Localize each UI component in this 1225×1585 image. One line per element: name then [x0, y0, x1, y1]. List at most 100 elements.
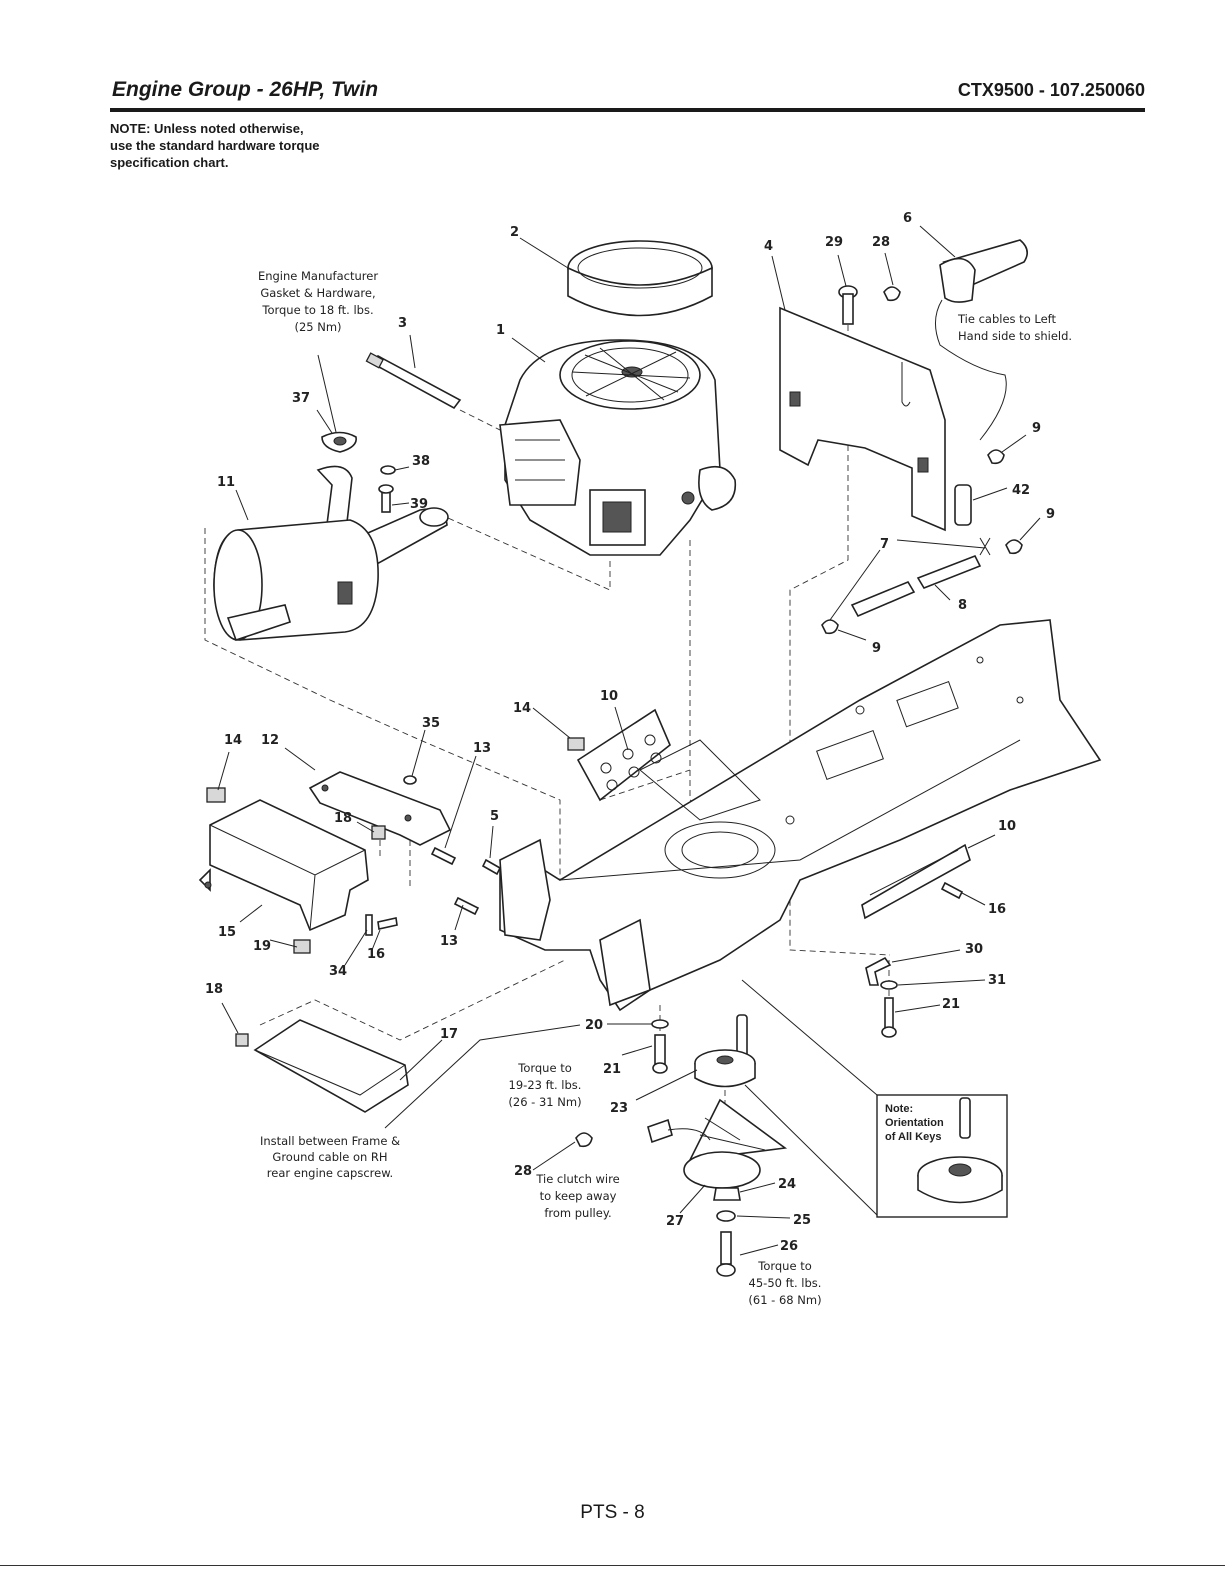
callout-19: 19: [253, 939, 271, 954]
torque21-line-1: Torque to: [517, 1061, 572, 1075]
callout-39: 39: [410, 497, 428, 512]
engine: [499, 339, 737, 556]
page-title: Engine Group - 26HP, Twin: [112, 78, 379, 101]
torque21-line-3: (26 - 31 Nm): [508, 1095, 581, 1109]
clip-9-b: [1005, 539, 1023, 555]
ground-plate-17: [253, 1019, 409, 1113]
callout-29: 29: [825, 235, 843, 250]
bracket-12: [308, 771, 452, 846]
bolt-26: [716, 1231, 736, 1277]
callout-26: 26: [780, 1239, 798, 1254]
callout-10-right: 10: [998, 819, 1016, 834]
callout-37: 37: [292, 391, 310, 406]
throttle-control: [935, 239, 1028, 441]
bolt-21-center: [652, 1034, 668, 1074]
notebox-line-3: of All Keys: [885, 1131, 941, 1143]
clip-nut-14-top: [567, 737, 585, 751]
callout-31: 31: [988, 973, 1006, 988]
gasket-line-3: Torque to 18 ft. lbs.: [261, 303, 373, 317]
tie-cables-line-2: Hand side to shield.: [958, 329, 1072, 343]
cable-clip-28-top: [883, 286, 901, 302]
pin-30: [865, 956, 892, 986]
callout-24: 24: [778, 1177, 796, 1192]
sleeve-42: [954, 484, 972, 526]
callout-6: 6: [903, 211, 912, 226]
lock-washer-38: [380, 465, 396, 475]
annotation-torque-26: Torque to 45-50 ft. lbs. (61 - 68 Nm): [748, 1259, 821, 1307]
page-header: Engine Group - 26HP, Twin CTX9500 - 107.…: [110, 78, 1145, 112]
chassis-frame: [499, 619, 1102, 1012]
annotation-tie-cables: Tie cables to Left Hand side to shield.: [957, 312, 1072, 343]
clutch-line-2: to keep away: [540, 1189, 617, 1203]
nut-18-a: [371, 825, 386, 840]
callout-17: 17: [440, 1027, 458, 1042]
callout-7: 7: [880, 537, 889, 552]
screw-39: [378, 484, 394, 513]
callout-9-a: 9: [1032, 421, 1041, 436]
muffler: [213, 465, 449, 642]
washer-20: [651, 1019, 669, 1029]
callout-13-a: 13: [473, 741, 491, 756]
callout-14-top: 14: [513, 701, 531, 716]
screw-13-a: [430, 846, 457, 866]
callout-3: 3: [398, 316, 407, 331]
hose-7: [896, 537, 991, 556]
clip-9-c: [821, 619, 839, 635]
pulley-23: [694, 1049, 756, 1088]
callout-10-top: 10: [600, 689, 618, 704]
callout-4: 4: [764, 239, 773, 254]
callout-labels: 2 6 4 29 28 3 1 37 38 11 39 9 42 9 7 8 9…: [205, 211, 1055, 1254]
washer-25: [716, 1210, 736, 1222]
callout-5: 5: [490, 809, 499, 824]
callout-28-bottom: 28: [514, 1164, 532, 1179]
notebox-line-1: Note:: [885, 1103, 913, 1115]
clutch-line-3: from pulley.: [544, 1206, 611, 1220]
carriage-bolt-29: [838, 285, 858, 325]
mounting-plate-10-top: [576, 708, 671, 802]
callout-15: 15: [218, 925, 236, 940]
clip-28-bottom: [575, 1132, 593, 1148]
nut-35: [403, 775, 417, 785]
callout-12: 12: [261, 733, 279, 748]
screw-16-right: [940, 881, 964, 900]
nut-18-b: [235, 1033, 249, 1047]
exhaust-gasket: [321, 431, 357, 453]
callout-20: 20: [585, 1018, 603, 1033]
screw-5: [481, 858, 502, 876]
model-number: CTX9500 - 107.250060: [957, 80, 1145, 100]
mounting-plate-10-right: [861, 843, 971, 920]
ground-line-1: Install between Frame &: [260, 1134, 400, 1148]
callout-21-right: 21: [942, 997, 960, 1012]
callout-14-left: 14: [224, 733, 242, 748]
clip-9-a: [987, 449, 1005, 465]
torque26-line-1: Torque to: [757, 1259, 812, 1273]
tie-cables-line-1: Tie cables to Left: [957, 312, 1057, 326]
clutch-line-1: Tie clutch wire: [535, 1172, 619, 1186]
ground-line-2: Ground cable on RH: [272, 1150, 387, 1164]
gasket-line-2: Gasket & Hardware,: [260, 286, 375, 300]
callout-9-b: 9: [1046, 507, 1055, 522]
callout-42: 42: [1012, 483, 1030, 498]
callout-25: 25: [793, 1213, 811, 1228]
callout-28-top: 28: [872, 235, 890, 250]
annotation-ground-cable: Install between Frame & Ground cable on …: [260, 1134, 400, 1180]
callout-23: 23: [610, 1101, 628, 1116]
annotation-clutch-wire: Tie clutch wire to keep away from pulley…: [535, 1172, 619, 1220]
callout-21-center: 21: [603, 1062, 621, 1077]
leader-lines: [217, 225, 1041, 1256]
notebox-line-2: Orientation: [885, 1117, 944, 1129]
callout-30: 30: [965, 942, 983, 957]
callout-35: 35: [422, 716, 440, 731]
screw-16-left: [377, 917, 398, 930]
callout-11: 11: [217, 475, 235, 490]
bolt-21-right: [881, 997, 897, 1038]
pto-clutch-27: [647, 1098, 788, 1189]
dipstick-tube: [365, 352, 462, 410]
callout-2: 2: [510, 225, 519, 240]
callout-1: 1: [496, 323, 505, 338]
gasket-line-1: Engine Manufacturer: [258, 269, 378, 283]
callout-9-c: 9: [872, 641, 881, 656]
callout-8: 8: [958, 598, 967, 613]
torque26-line-2: 45-50 ft. lbs.: [749, 1276, 822, 1290]
